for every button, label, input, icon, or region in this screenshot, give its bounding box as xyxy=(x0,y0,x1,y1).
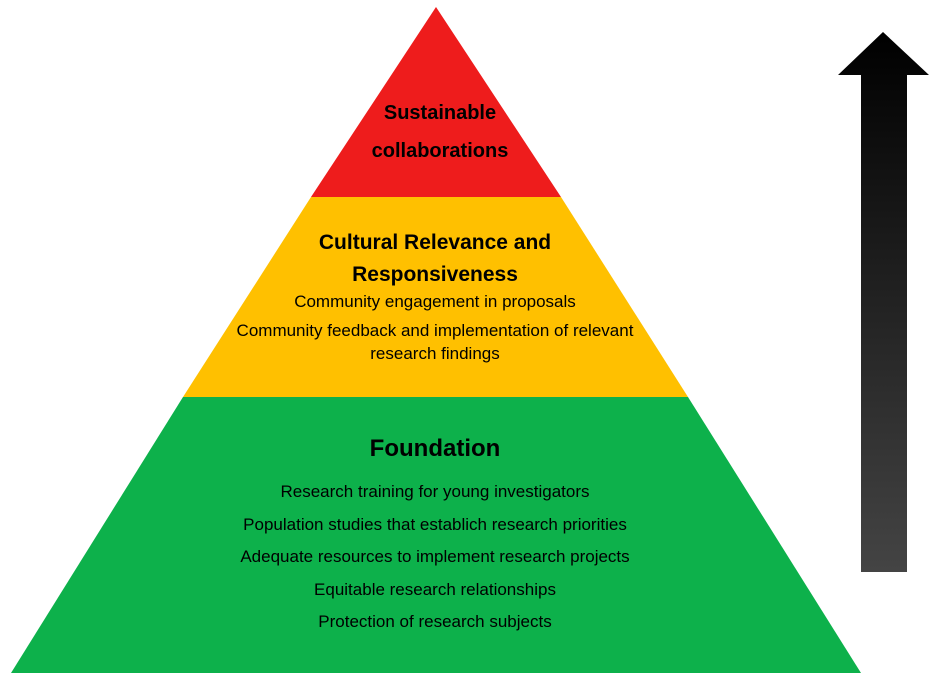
middle-tier-list: Community engagement in proposals Commun… xyxy=(230,291,640,372)
middle-tier-title: Cultural Relevance and Responsiveness xyxy=(318,231,552,286)
bottom-tier-item: Equitable research relationships xyxy=(314,579,556,599)
bottom-tier-title: Foundation xyxy=(369,435,501,462)
bottom-tier-item: Adequate resources to implement research… xyxy=(240,547,630,566)
bottom-tier-item: Research training for young investigator… xyxy=(280,482,590,501)
middle-tier-shape xyxy=(183,197,688,397)
bottom-tier-shape xyxy=(11,397,861,673)
bottom-tier-item: Protection of research subjects xyxy=(318,612,552,631)
top-tier-shape xyxy=(311,7,561,197)
middle-tier-item: Community feedback and implementation of… xyxy=(236,321,634,363)
up-arrow-icon xyxy=(838,32,929,572)
top-tier-title: Sustainable collaborations xyxy=(371,102,509,162)
middle-tier-item: Community engagement in proposals xyxy=(294,292,576,311)
bottom-tier-item: Population studies that establich resear… xyxy=(243,514,627,534)
bottom-tier-list: Research training for young investigator… xyxy=(150,482,720,645)
